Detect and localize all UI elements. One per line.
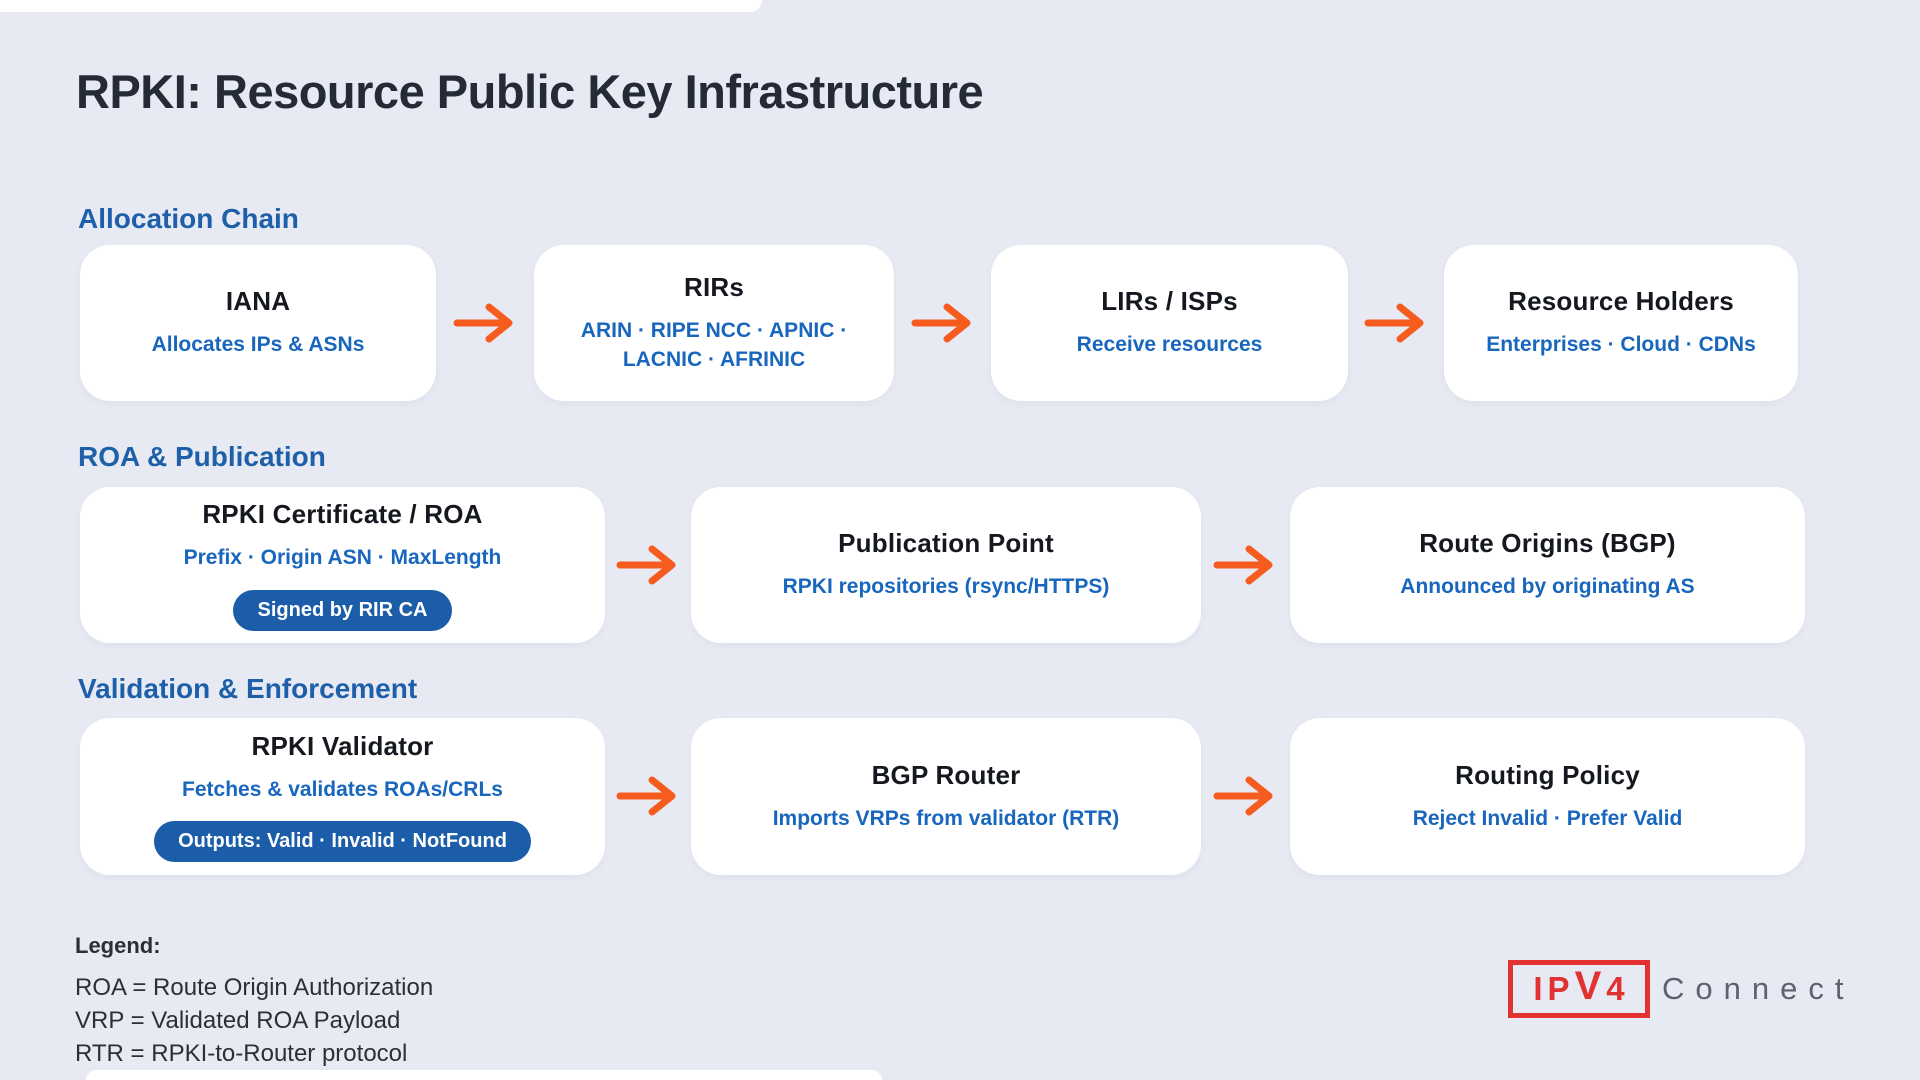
node-title: IANA [225,286,291,317]
node-bgp-router: BGP Router Imports VRPs from validator (… [691,718,1201,875]
logo-letter-v: V [1574,963,1607,1008]
legend-item-roa: ROA = Route Origin Authorization [75,974,434,1001]
flow-arrow-icon [911,303,971,343]
validator-outputs-badge: Outputs: Valid · Invalid · NotFound [154,821,531,863]
node-title: BGP Router [871,759,1021,790]
signed-by-rir-ca-badge: Signed by RIR CA [233,589,452,631]
node-rpki-validator: RPKI Validator Fetches & validates ROAs/… [80,718,605,875]
node-subtitle: ARIN · RIPE NCC · APNIC · LACNIC · AFRIN… [580,318,848,371]
flow-arrow-icon [1364,303,1424,343]
legend-item-vrp: VRP = Validated ROA Payload [75,1007,401,1034]
node-title: Resource Holders [1508,286,1734,317]
node-title: Publication Point [838,528,1054,559]
node-subtitle: Prefix · Origin ASN · MaxLength [183,546,502,570]
node-subtitle: Imports VRPs from validator (RTR) [772,806,1120,830]
node-rirs: RIRs ARIN · RIPE NCC · APNIC · LACNIC · … [534,245,894,401]
node-route-origins-bgp: Route Origins (BGP) Announced by origina… [1290,487,1805,643]
node-rpki-certificate-roa: RPKI Certificate / ROA Prefix · Origin A… [80,487,605,643]
node-subtitle: Announced by originating AS [1400,575,1695,599]
flow-arrow-icon [616,545,676,585]
node-subtitle: Enterprises · Cloud · CDNs [1486,333,1756,357]
node-resource-holders: Resource Holders Enterprises · Cloud · C… [1444,245,1798,401]
page-title: RPKI: Resource Public Key Infrastructure [76,65,984,118]
flow-arrow-icon [453,303,513,343]
node-iana: IANA Allocates IPs & ASNs [80,245,436,401]
node-subtitle: RPKI repositories (rsync/HTTPS) [782,575,1110,599]
node-subtitle: Reject Invalid · Prefer Valid [1412,806,1683,830]
top-edge-strip [0,0,762,12]
section-heading-allocation-chain: Allocation Chain [78,203,299,234]
node-publication-point: Publication Point RPKI repositories (rsy… [691,487,1201,643]
node-subtitle: Allocates IPs & ASNs [151,333,365,357]
node-title: RPKI Validator [251,730,434,761]
section-heading-roa-publication: ROA & Publication [78,441,326,472]
node-title: RPKI Certificate / ROA [202,499,483,530]
section-heading-validation-enforcement: Validation & Enforcement [78,673,418,704]
logo-letters-ip: IP [1533,970,1575,1007]
node-routing-policy: Routing Policy Reject Invalid · Prefer V… [1290,718,1805,875]
node-subtitle: Fetches & validates ROAs/CRLs [182,777,503,801]
logo-suffix-text: Connect [1662,971,1855,1006]
node-title: Routing Policy [1455,759,1640,790]
legend: Legend: ROA = Route Origin Authorization… [75,933,433,1070]
legend-item-rtr: RTR = RPKI-to-Router protocol [75,1040,408,1067]
node-lirs-isps: LIRs / ISPs Receive resources [991,245,1348,401]
logo-letter-4: 4 [1606,970,1630,1007]
node-title: RIRs [683,271,745,302]
node-title: Route Origins (BGP) [1419,528,1676,559]
flow-arrow-icon [1213,545,1273,585]
bottom-edge-strip [86,1070,882,1080]
flow-arrow-icon [616,776,676,816]
node-title: LIRs / ISPs [1101,286,1238,317]
node-subtitle: Receive resources [1076,333,1263,357]
legend-title: Legend: [75,933,161,958]
flow-arrow-icon [1213,776,1273,816]
